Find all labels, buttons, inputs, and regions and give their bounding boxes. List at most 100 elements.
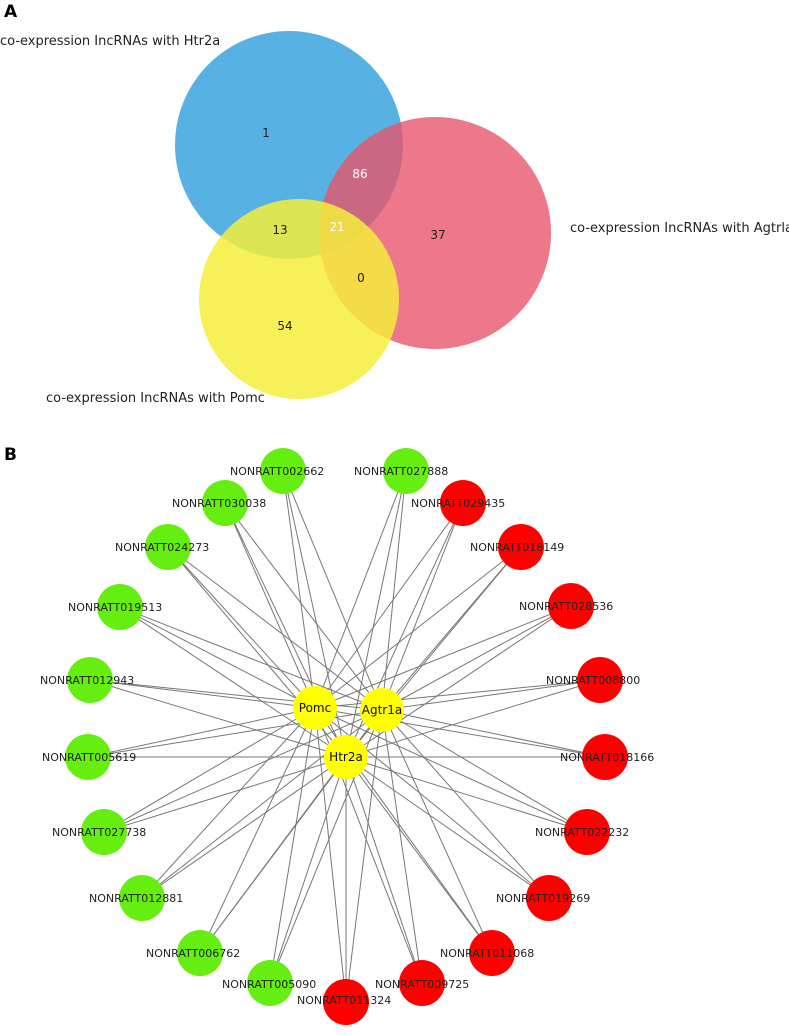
lncrna-node-r9 <box>399 960 445 1006</box>
lncrna-node-r9-label: NONRATT009725 <box>375 978 469 991</box>
lncrna-node-g3-label: NONRATT024273 <box>115 541 209 554</box>
hub-node-htr2a <box>324 735 368 779</box>
lncrna-node-g10 <box>247 960 293 1006</box>
lncrna-node-r1-label: NONRATT029435 <box>411 497 505 510</box>
network-edge <box>345 605 572 758</box>
venn-count-agtrla-pomc: 0 <box>357 271 365 285</box>
lncrna-node-r5 <box>582 734 628 780</box>
network-edge <box>141 707 316 899</box>
network-edge <box>119 606 316 709</box>
network-edge <box>345 756 550 899</box>
venn-circle-pomc <box>199 199 399 399</box>
lncrna-node-r4 <box>577 657 623 703</box>
network-edge <box>119 606 347 758</box>
lncrna-node-r3-label: NONRATT028536 <box>519 600 613 613</box>
lncrna-node-g1-label: NONRATT002662 <box>230 465 324 478</box>
network-edge <box>103 709 383 833</box>
lncrna-node-g8 <box>119 875 165 921</box>
lncrna-node-r10-label: NONRATT011324 <box>297 994 391 1007</box>
network-edge <box>199 756 347 954</box>
network-edge <box>381 502 464 711</box>
venn-diagram: co-expression IncRNAs with Htr2a co-expr… <box>0 31 789 406</box>
lncrna-node-r3 <box>548 583 594 629</box>
panel-a-label: A <box>4 2 18 22</box>
venn-count-agtrla-only: 37 <box>430 228 445 242</box>
lncrna-node-g1 <box>260 448 306 494</box>
network-edge <box>269 756 347 984</box>
venn-label-pomc: co-expression IncRNAs with Pomc <box>46 391 265 406</box>
hub-node-htr2a-label: Htr2a <box>329 750 363 764</box>
lncrna-node-g2 <box>202 480 248 526</box>
network-edge <box>167 546 383 711</box>
hub-node-agtr1a <box>360 688 404 732</box>
network-edge <box>269 707 316 984</box>
venn-label-agtrla: co-expression IncRNAs with Agtrla <box>570 221 789 236</box>
venn-count-htr2a-only: 1 <box>262 126 270 140</box>
network-edge <box>314 707 588 833</box>
lncrna-node-g9-label: NONRATT006762 <box>146 947 240 960</box>
network-edge <box>381 709 550 899</box>
venn-count-htr2a-pomc: 13 <box>272 223 287 237</box>
lncrna-node-g4-label: NONRATT019513 <box>68 601 162 614</box>
venn-label-htr2a: co-expression IncRNAs with Htr2a <box>0 34 220 49</box>
network-edge <box>199 707 316 954</box>
hub-node-agtr1a-label: Agtr1a <box>362 703 402 717</box>
network-edge <box>381 709 606 758</box>
network-edge <box>314 546 522 709</box>
network-edge <box>87 707 316 758</box>
hub-node-pomc <box>293 686 337 730</box>
lncrna-node-g4 <box>97 584 143 630</box>
network-edge <box>381 709 493 954</box>
coexpression-network: NONRATT002662NONRATT030038NONRATT024273N… <box>40 448 654 1025</box>
network-edge <box>282 470 383 711</box>
network-edge <box>141 756 347 899</box>
network-edge <box>381 605 572 711</box>
network-edge <box>119 606 383 711</box>
network-edge <box>345 470 407 758</box>
network-edge <box>381 709 423 984</box>
lncrna-node-g11-label: NONRATT027888 <box>354 465 448 478</box>
lncrna-node-r8 <box>469 930 515 976</box>
lncrna-node-g7 <box>81 809 127 855</box>
lncrna-node-r7-label: NONRATT019269 <box>496 892 590 905</box>
lncrna-node-r10 <box>323 979 369 1025</box>
lncrna-node-r4-label: NONRATT008800 <box>546 674 640 687</box>
venn-count-all-three: 21 <box>329 220 344 234</box>
panel-b-label: B <box>4 445 17 465</box>
network-edge <box>345 756 493 954</box>
venn-count-pomc-only: 54 <box>277 319 292 333</box>
network-edge <box>381 470 407 711</box>
network-edge <box>103 756 347 833</box>
lncrna-node-g6 <box>65 734 111 780</box>
network-edge <box>345 679 601 758</box>
lncrna-node-g2-label: NONRATT030038 <box>172 497 266 510</box>
lncrna-node-r2 <box>498 524 544 570</box>
lncrna-node-g8-label: NONRATT012881 <box>89 892 183 905</box>
network-edge <box>282 470 316 709</box>
network-edge <box>314 470 407 709</box>
network-edge <box>314 605 572 709</box>
lncrna-node-r7 <box>526 875 572 921</box>
network-edge <box>89 679 316 709</box>
lncrna-node-g5 <box>67 657 113 703</box>
lncrna-node-g5-label: NONRATT012943 <box>40 674 134 687</box>
lncrna-node-r8-label: NONRATT011068 <box>440 947 534 960</box>
venn-count-htr2a-agtrla: 86 <box>352 167 367 181</box>
lncrna-node-r5-label: NONRATT018166 <box>560 751 654 764</box>
network-edge <box>103 707 316 833</box>
lncrna-node-g11 <box>383 448 429 494</box>
lncrna-node-g7-label: NONRATT027738 <box>52 826 146 839</box>
lncrna-node-r6-label: NONRATT022232 <box>535 826 629 839</box>
network-edge <box>381 679 601 711</box>
lncrna-node-g3 <box>145 524 191 570</box>
lncrna-node-r2-label: NONRATT018149 <box>470 541 564 554</box>
lncrna-node-r6 <box>564 809 610 855</box>
network-edge <box>167 546 316 709</box>
lncrna-node-g9 <box>177 930 223 976</box>
network-edge <box>224 502 316 709</box>
network-edge <box>314 502 464 709</box>
lncrna-node-g6-label: NONRATT005619 <box>42 751 136 764</box>
lncrna-node-r1 <box>440 480 486 526</box>
network-edge <box>345 756 423 984</box>
network-edge <box>381 709 588 833</box>
